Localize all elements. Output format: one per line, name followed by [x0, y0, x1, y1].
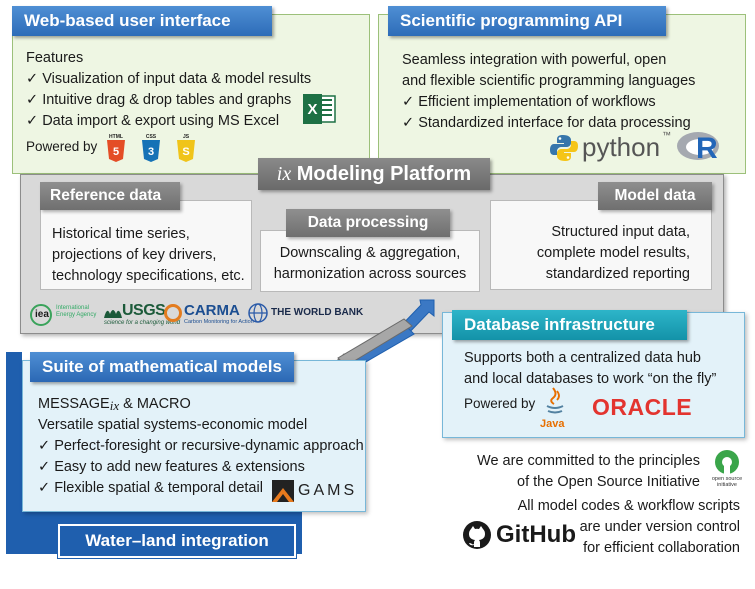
java-logo-icon — [544, 386, 566, 418]
database-powered-by: Powered by — [464, 396, 536, 411]
iea-logo-text: iea — [35, 309, 49, 320]
model-line: standardized reporting — [545, 266, 690, 282]
python-logo-icon — [550, 134, 578, 162]
models-message-prefix: MESSAGE — [38, 396, 110, 412]
open-source-initiative-badge-text: open source initiative — [711, 476, 743, 488]
excel-icon: X — [302, 92, 336, 126]
github-line1: All model codes & workflow scripts — [517, 498, 740, 514]
reference-data-box — [40, 200, 252, 290]
database-title: Database infrastructure — [452, 310, 687, 340]
api-title: Scientific programming API — [388, 6, 666, 36]
github-octocat-icon — [462, 520, 492, 550]
models-line2: Versatile spatial systems-economic model — [38, 417, 308, 433]
models-blue-backdrop — [6, 352, 22, 554]
iea-logo-icon — [30, 304, 52, 326]
oracle-logo-text: ORACLE — [592, 394, 693, 420]
gams-logo-icon — [272, 480, 294, 502]
reference-line: Historical time series, — [52, 226, 190, 242]
gams-logo-text: GAMS — [298, 482, 358, 499]
models-message-ix: ix — [109, 398, 120, 413]
api-item: Efficient implementation of workflows — [402, 92, 655, 113]
models-title: Suite of mathematical models — [30, 352, 294, 382]
models-item: Flexible spatial & temporal detail — [38, 478, 263, 499]
platform-title: ix Modeling Platform — [258, 158, 490, 190]
usgs-logo-icon — [104, 306, 122, 320]
model-line: complete model results, — [536, 245, 690, 261]
open-source-initiative-icon — [708, 448, 746, 486]
css3-icon: CSS 3 — [141, 132, 161, 162]
carma-logo-subtitle: Carbon Monitoring for Action — [184, 319, 254, 325]
api-line2: and flexible scientific programming lang… — [402, 73, 696, 89]
svg-text:CSS: CSS — [146, 134, 157, 140]
reference-data-title: Reference data — [40, 182, 180, 210]
open-source-line1: We are committed to the principles — [477, 453, 700, 469]
reference-line: projections of key drivers, — [52, 247, 217, 263]
java-logo-text: Java — [540, 418, 565, 430]
water-land-label: Water–land integration — [85, 531, 269, 550]
api-item: Standardized interface for data processi… — [402, 113, 690, 134]
platform-ix: ix — [276, 163, 292, 185]
web-ui-item: Visualization of input data & model resu… — [26, 69, 311, 90]
api-line1: Seamless integration with powerful, open — [402, 52, 667, 68]
data-processing-title: Data processing — [286, 209, 450, 237]
models-message: MESSAGEix & MACRO — [38, 394, 191, 416]
world-bank-logo-icon — [248, 303, 268, 323]
github-line2: are under version control — [579, 519, 740, 535]
model-data-box — [490, 200, 712, 290]
web-ui-title: Web-based user interface — [12, 6, 272, 36]
carma-logo-icon — [164, 304, 182, 322]
svg-text:HTML: HTML — [109, 134, 123, 140]
web-ui-features-label: Features — [26, 50, 84, 66]
svg-text:3: 3 — [148, 146, 154, 158]
world-bank-logo-text: THE WORLD BANK — [271, 307, 364, 318]
svg-text:S: S — [182, 146, 189, 158]
carma-logo-text: CARMA — [184, 302, 240, 319]
python-trademark: ™ — [662, 130, 671, 140]
web-ui-item: Data import & export using MS Excel — [26, 111, 279, 132]
models-item: Perfect-foresight or recursive-dynamic a… — [38, 436, 363, 457]
usgs-logo-text: USGS — [122, 302, 166, 319]
database-line1: Supports both a centralized data hub — [464, 350, 701, 366]
open-source-line2: of the Open Source Initiative — [517, 474, 700, 490]
processing-line: harmonization across sources — [273, 266, 467, 282]
svg-text:JS: JS — [183, 134, 190, 140]
github-wordmark: GitHub — [496, 521, 576, 548]
usgs-logo-subtitle: science for a changing world — [104, 320, 181, 326]
r-logo-letter: R — [696, 132, 718, 165]
model-data-title: Model data — [598, 182, 712, 210]
python-wordmark: python — [582, 132, 661, 162]
water-land-box — [58, 524, 296, 558]
models-message-suffix: & MACRO — [119, 396, 191, 412]
svg-text:5: 5 — [113, 146, 119, 158]
svg-text:X: X — [307, 101, 317, 118]
models-item: Easy to add new features & extensions — [38, 457, 305, 478]
iea-logo-subtitle: International Energy Agency — [56, 305, 97, 318]
web-ui-powered-by: Powered by — [26, 139, 98, 154]
reference-line: technology specifications, etc. — [52, 268, 245, 284]
github-line3: for efficient collaboration — [583, 540, 740, 556]
database-line2: and local databases to work “on the fly” — [464, 371, 717, 387]
html5-icon: HTML 5 — [106, 132, 126, 162]
processing-line: Downscaling & aggregation, — [279, 245, 461, 261]
r-logo-icon — [676, 128, 726, 166]
web-ui-item: Intuitive drag & drop tables and graphs — [26, 90, 291, 111]
model-line: Structured input data, — [551, 224, 690, 240]
js-icon: JS S — [176, 132, 196, 162]
platform-name: Modeling Platform — [296, 163, 472, 185]
